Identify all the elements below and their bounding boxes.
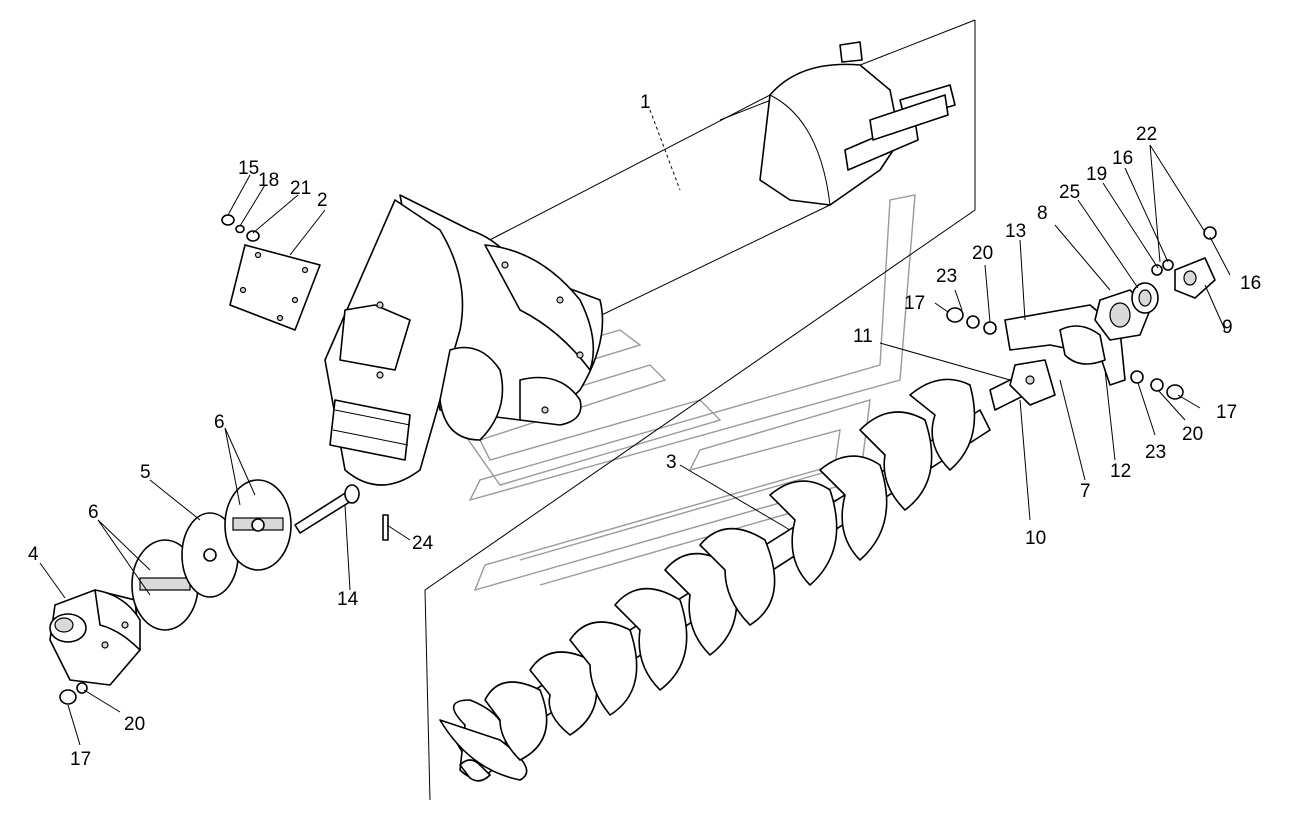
label-15: 15 [238,158,259,179]
label-6-upper: 6 [214,412,225,433]
label-17-mid: 17 [904,293,925,314]
label-3: 3 [666,452,677,473]
label-10: 10 [1025,528,1046,549]
label-22: 22 [1136,124,1157,145]
label-20-mid: 20 [972,243,993,264]
label-7: 7 [1080,481,1091,502]
label-17-right: 17 [1216,402,1237,423]
discs-parts-5-6 [131,479,292,631]
label-24: 24 [412,533,434,554]
label-23-mid: 23 [936,266,957,287]
auger-part-3 [439,369,1036,782]
label-17-left: 17 [70,749,91,770]
label-8: 8 [1037,203,1048,224]
pin-part-24 [382,514,389,541]
part-labels: 1 2 15 18 21 3 4 5 6 6 14 24 20 17 11 10… [28,92,1261,770]
gearbox-part-4 [49,589,141,686]
label-9: 9 [1222,317,1233,338]
label-1: 1 [640,92,651,113]
watermark-logo [428,194,916,592]
label-16-right: 16 [1240,273,1261,294]
cover-plate-part-2 [229,244,321,331]
label-21: 21 [290,178,311,199]
housing-tube-part-1 [324,41,956,486]
label-11: 11 [853,326,873,347]
label-16-upper: 16 [1112,148,1133,169]
label-20-left: 20 [124,714,145,735]
label-25: 25 [1059,182,1080,203]
label-6-lower: 6 [88,502,99,523]
label-13: 13 [1005,221,1026,242]
label-20-right: 20 [1182,424,1203,445]
label-19: 19 [1086,164,1107,185]
label-12: 12 [1110,461,1131,482]
label-23-right: 23 [1145,442,1166,463]
leader-lines [39,109,1231,746]
label-2: 2 [317,190,328,211]
label-14: 14 [337,589,359,610]
shaft-part-14 [294,484,360,534]
label-18: 18 [258,170,279,191]
label-4: 4 [28,544,39,565]
bearing-assembly [1004,257,1216,406]
fasteners [59,214,1217,705]
label-5: 5 [140,462,151,483]
